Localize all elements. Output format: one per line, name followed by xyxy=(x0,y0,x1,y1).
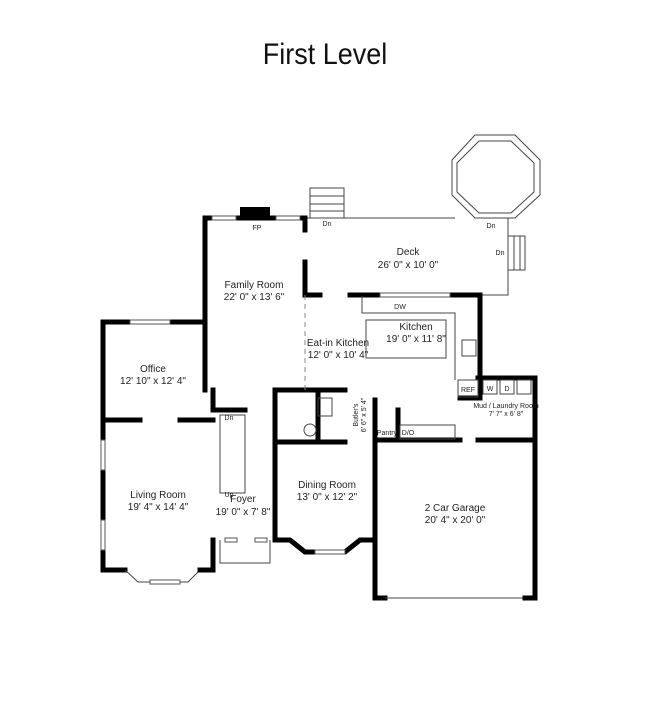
plan-title: First Level xyxy=(262,38,388,71)
foyer-name: Foyer xyxy=(230,494,256,505)
foyer-size: 19' 0" x 7' 8" xyxy=(216,507,271,518)
eat-in-kitchen-size: 12' 0" x 10' 4" xyxy=(308,350,369,361)
butlers-size: 6' 6" x 5' 4" xyxy=(361,397,368,432)
washer-label: W xyxy=(487,386,494,393)
family-room-name: Family Room xyxy=(225,280,284,291)
deck-stairs-dn-label: Dn xyxy=(323,221,332,228)
mud-laundry-size: 7' 7" x 6' 8" xyxy=(489,411,524,418)
mud-laundry-name: Mud / Laundry Room xyxy=(473,403,539,410)
office-name: Office xyxy=(140,364,166,375)
kitchen-size: 19' 0" x 11' 8" xyxy=(386,334,446,345)
family-room-size: 22' 0" x 13' 6" xyxy=(224,292,285,303)
dishwasher-label: DW xyxy=(394,304,406,311)
living-room-size: 19' 4" x 14' 4" xyxy=(128,502,189,513)
room-labels: Deck 26' 0" x 10' 0" Family Room 22' 0" … xyxy=(120,247,539,526)
garage-size: 20' 4" x 20' 0" xyxy=(425,515,486,526)
fixtures: FP DW REF W D Pantry D/O Dn Up xyxy=(219,225,532,499)
fireplace-label: FP xyxy=(253,225,262,232)
garage-name: 2 Car Garage xyxy=(425,503,486,514)
deck-size: 26' 0" x 10' 0" xyxy=(378,260,439,271)
foyer-stairs-dn-label: Dn xyxy=(225,415,234,422)
dryer-label: D xyxy=(504,386,509,393)
cooktop xyxy=(461,339,477,357)
foyer-stairs-up-label: Up xyxy=(225,492,234,499)
living-room-name: Living Room xyxy=(130,490,186,501)
butlers-name: Butler's xyxy=(353,403,360,427)
walls xyxy=(100,207,538,601)
kitchen-island xyxy=(365,319,447,359)
deck: Dn Dn Dn xyxy=(305,134,541,296)
eat-in-kitchen-name: Eat-in Kitchen xyxy=(307,338,369,349)
pantry-label: Pantry xyxy=(377,430,398,437)
side-stairs-dn-label: Dn xyxy=(496,250,505,257)
dining-room-size: 13' 0" x 12' 2" xyxy=(297,492,358,503)
kitchen-name: Kitchen xyxy=(399,322,432,333)
gazebo-dn-label: Dn xyxy=(487,223,496,230)
stairs xyxy=(219,414,246,494)
dining-room-name: Dining Room xyxy=(298,480,356,491)
refrigerator-label: REF xyxy=(461,387,475,394)
double-oven-label: D/O xyxy=(402,430,415,437)
office-size: 12' 10" x 12' 4" xyxy=(120,376,186,387)
deck-name: Deck xyxy=(397,247,421,258)
